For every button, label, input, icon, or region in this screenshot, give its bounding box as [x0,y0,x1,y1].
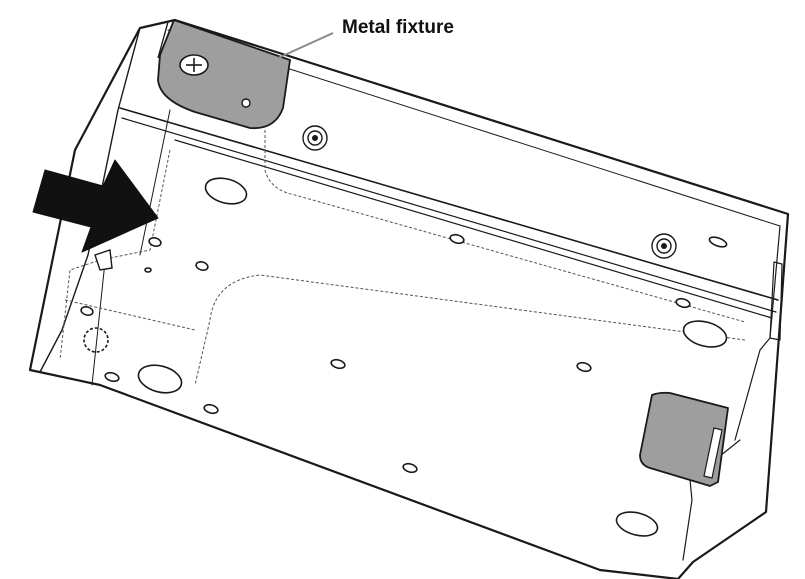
chassis-outline [28,18,790,579]
hole-small-8 [203,403,219,415]
rim-line-1 [119,107,779,301]
screw-2 [651,233,677,259]
hole-small-6 [675,297,691,309]
hole-small-3 [195,261,209,271]
left-clip [94,249,113,271]
right-connector [769,261,783,341]
chassis-left-wall [39,27,141,373]
slot-hole [708,236,728,248]
metal-fixture-top-shape [157,19,291,130]
device-chassis [28,18,790,579]
hole-small-2 [148,237,162,247]
hole-small-9 [402,462,418,474]
left-inner-vertical-2 [91,261,106,386]
fixture-small-hole [241,98,251,108]
metal-fixture-top-edge [157,19,175,59]
metal-fixture-top [157,19,291,130]
hole-tiny-1 [144,267,152,273]
rim-line-3 [174,139,773,319]
direction-arrow-icon [32,159,159,253]
left-inner-vertical [139,109,171,256]
hole-large-3 [682,320,728,348]
hole-large-4 [615,511,659,537]
hole-small-10 [80,306,94,316]
bottom-lip [99,384,601,571]
recess-left-inner [64,299,196,331]
hole-small-4 [330,358,346,370]
dashed-marker-circle [83,327,109,353]
metal-fixture-bottom-slot [703,427,723,479]
bottom-plate-holes [80,177,728,537]
hole-small-1 [449,233,465,245]
rim-line-2 [121,117,777,313]
right-side-wall [734,225,781,441]
top-edge-inner [174,19,789,215]
hole-large-2 [137,364,183,394]
metal-fixture-bottom-shape [639,391,729,487]
recess-upper [264,130,746,323]
fixture-screw-icon [179,54,209,76]
callout-leader-line [277,32,334,59]
hole-small-5 [576,361,592,373]
screw-1 [302,125,328,151]
hole-large-1 [204,177,248,205]
metal-fixture-bottom [639,391,729,487]
callout-label: Metal fixture [342,17,454,38]
hole-small-7 [104,371,120,383]
recess-main [194,274,746,386]
